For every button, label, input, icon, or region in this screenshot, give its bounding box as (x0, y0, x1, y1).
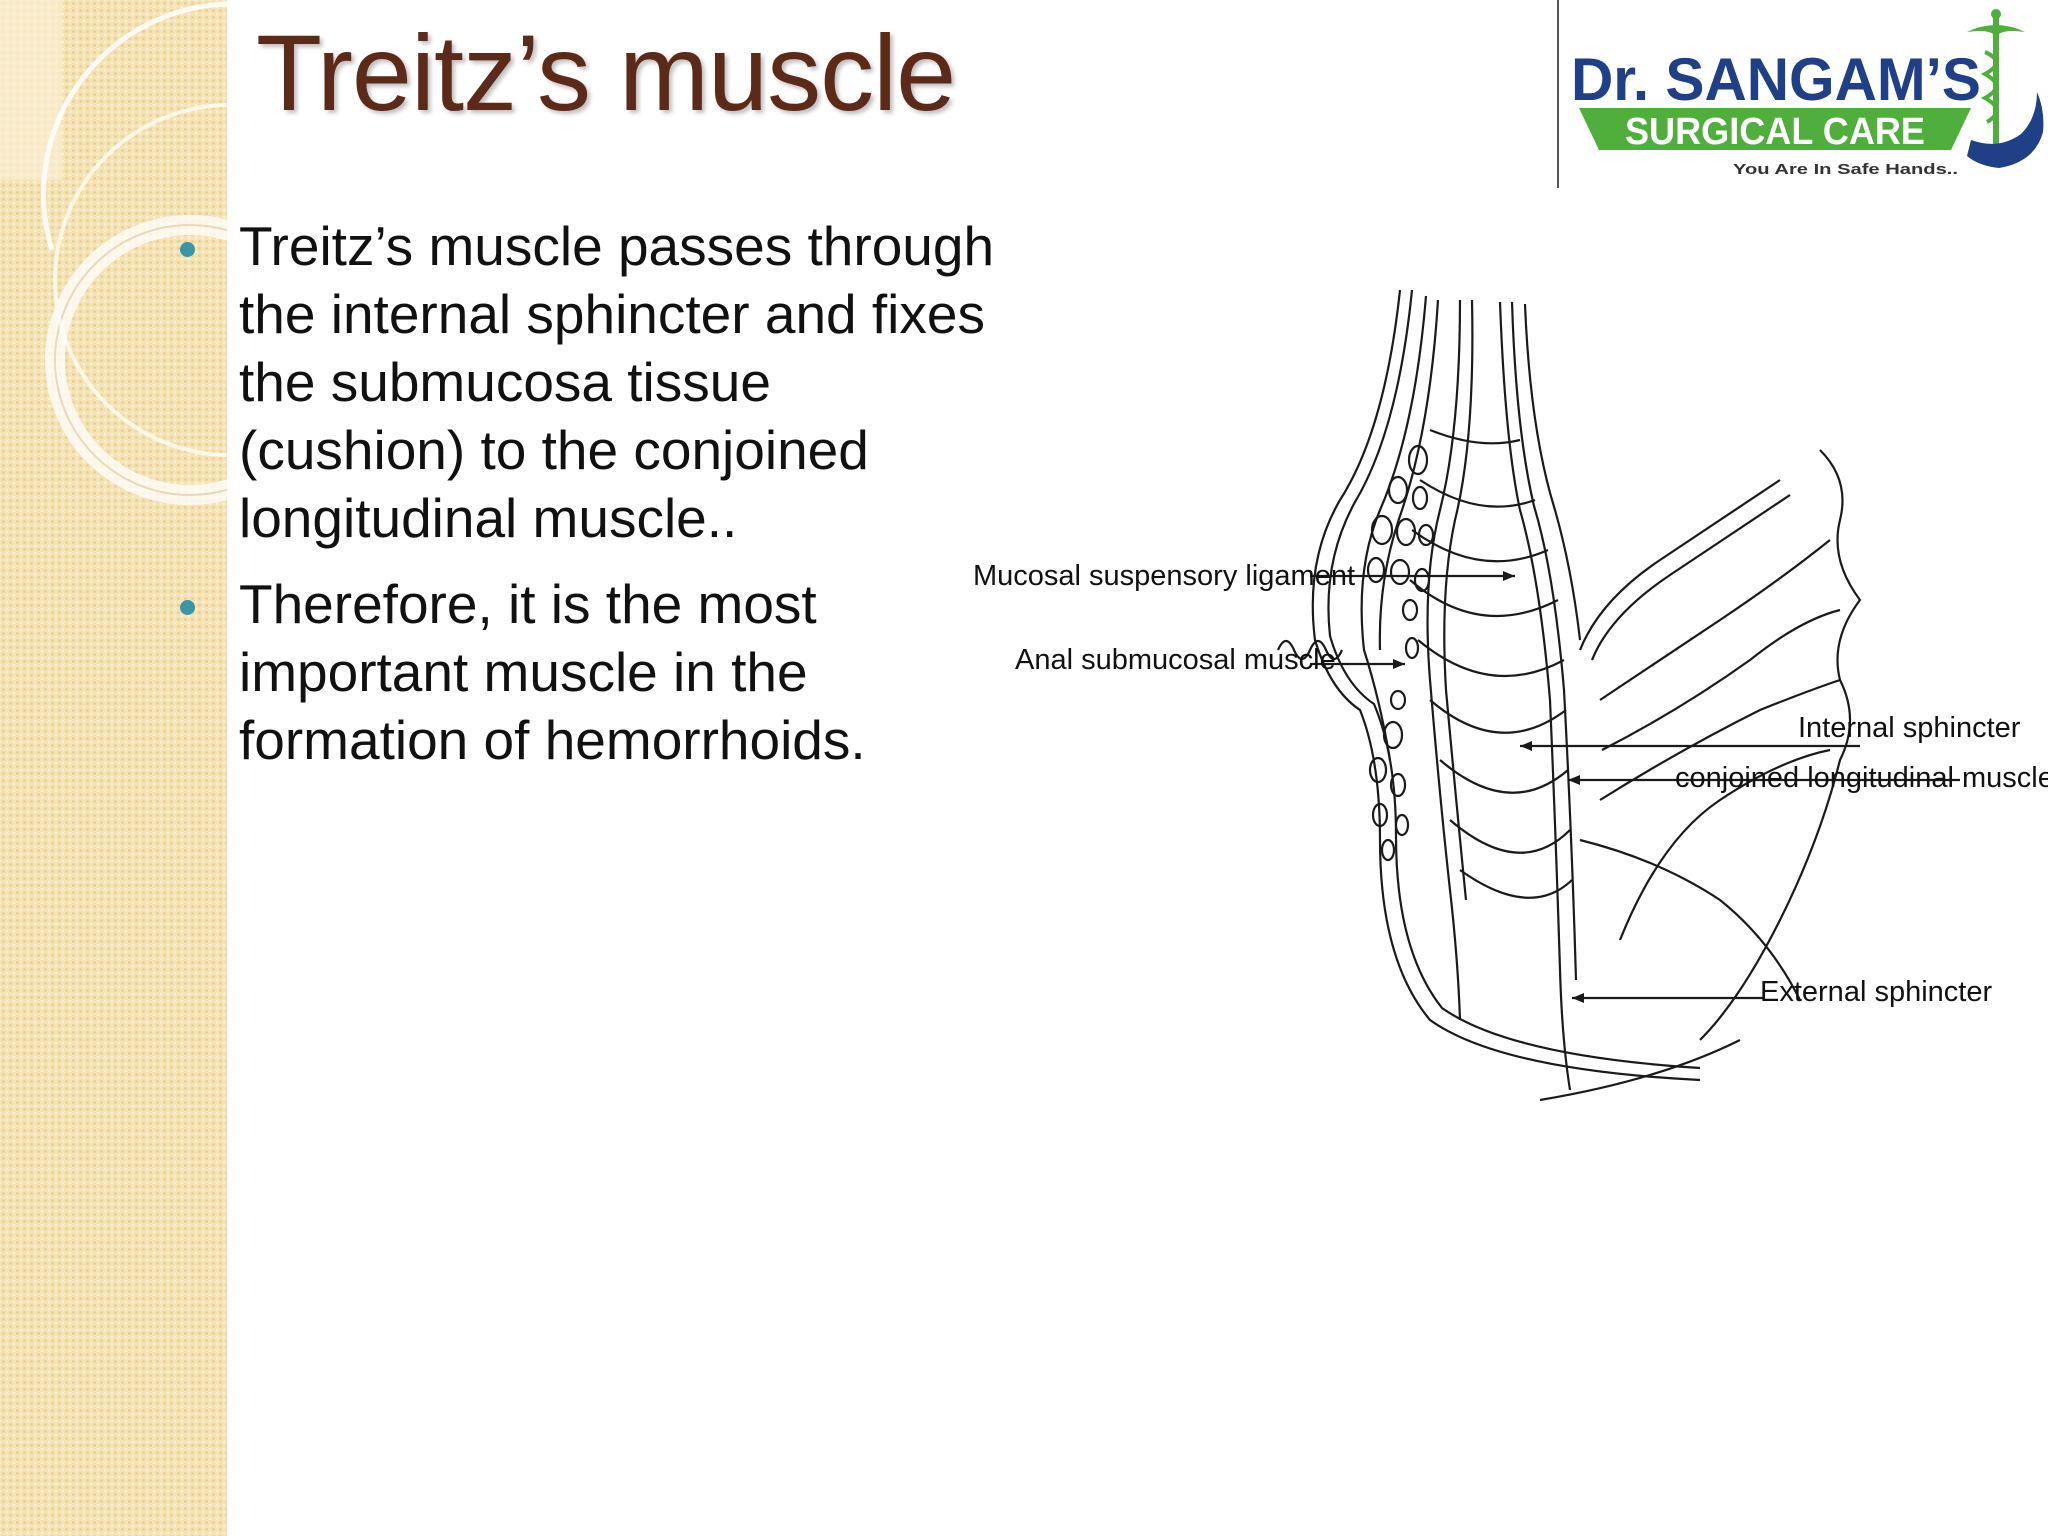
bullet-dot-icon (180, 600, 195, 615)
decorative-rings (0, 0, 227, 505)
logo-tagline: You Are In Safe Hands.. (1733, 161, 1958, 178)
hand-icon (1967, 92, 2044, 168)
label-external-sphincter: External sphincter (1760, 976, 1993, 1008)
logo-line1: Dr. SANGAM’S (1571, 46, 1981, 113)
bullet-item: Treitz’s muscle passes through the inter… (176, 212, 1006, 552)
bullet-list: Treitz’s muscle passes through the inter… (176, 212, 1006, 792)
label-anal-submucosal-muscle: Anal submucosal muscle (1015, 644, 1336, 676)
caduceus-icon (1967, 9, 2025, 150)
label-mucosal-suspensory-ligament: Mucosal suspensory ligament (973, 560, 1356, 592)
bullet-item: Therefore, it is the most important musc… (176, 570, 1006, 774)
label-conjoined-longitudinal-muscle: conjoined longitudinal muscle (1675, 762, 2048, 794)
bullet-text: Treitz’s muscle passes through the inter… (239, 215, 995, 549)
label-internal-sphincter: Internal sphincter (1798, 712, 2021, 744)
bullet-text: Therefore, it is the most important musc… (239, 573, 866, 771)
clinic-logo: Dr. SANGAM’S SURGICAL CARE You Are In Sa… (1557, 0, 2048, 188)
anal-canal-diagram: Mucosal suspensory ligament Anal submuco… (960, 280, 2048, 1160)
anatomy-drawing (1276, 289, 1960, 1102)
bullet-dot-icon (180, 242, 195, 257)
logo-line2: SURGICAL CARE (1625, 111, 1925, 153)
slide-title: Treitz’s muscle (256, 12, 956, 133)
